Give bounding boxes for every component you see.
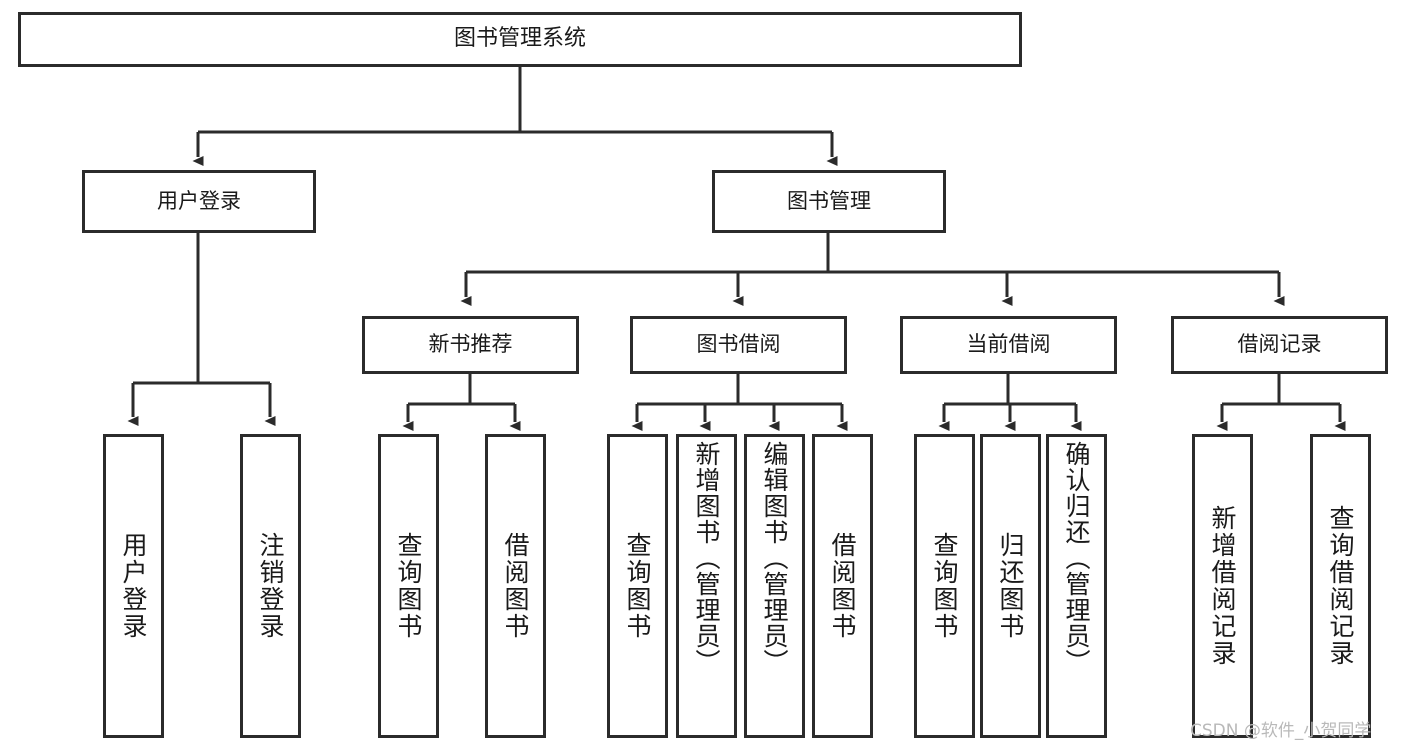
node-book-manage[interactable]: 图书管理 xyxy=(712,170,946,233)
node-book-borrow-label: 图书借阅 xyxy=(696,332,781,357)
leaf-return-book[interactable]: 归还图书 xyxy=(980,434,1041,738)
leaf-query-book-2-label: 查询图书 xyxy=(623,532,652,640)
node-borrow-record[interactable]: 借阅记录 xyxy=(1171,316,1388,374)
leaf-query-book-1-label: 查询图书 xyxy=(394,532,423,640)
leaf-confirm-return-label: 确认归还（管理员） xyxy=(1062,441,1091,675)
leaf-query-book-3-label: 查询图书 xyxy=(930,532,959,640)
leaf-logout-label: 注销登录 xyxy=(256,532,285,640)
node-current-borrow-label: 当前借阅 xyxy=(966,332,1051,357)
node-new-book-rec[interactable]: 新书推荐 xyxy=(362,316,579,374)
node-root-label: 图书管理系统 xyxy=(453,26,586,52)
leaf-query-record-label: 查询借阅记录 xyxy=(1326,505,1355,667)
leaf-logout[interactable]: 注销登录 xyxy=(240,434,301,738)
leaf-add-record-label: 新增借阅记录 xyxy=(1208,505,1237,667)
node-user-login[interactable]: 用户登录 xyxy=(82,170,316,233)
leaf-return-book-label: 归还图书 xyxy=(996,532,1025,640)
leaf-borrow-book-1[interactable]: 借阅图书 xyxy=(485,434,546,738)
leaf-borrow-book-1-label: 借阅图书 xyxy=(501,532,530,640)
node-book-manage-label: 图书管理 xyxy=(787,188,871,213)
leaf-add-book-label: 新增图书（管理员） xyxy=(692,441,721,675)
leaf-query-book-2[interactable]: 查询图书 xyxy=(607,434,668,738)
node-current-borrow[interactable]: 当前借阅 xyxy=(900,316,1117,374)
leaf-user-login-label: 用户登录 xyxy=(119,532,148,640)
leaf-user-login[interactable]: 用户登录 xyxy=(103,434,164,738)
leaf-query-record[interactable]: 查询借阅记录 xyxy=(1310,434,1371,738)
node-borrow-record-label: 借阅记录 xyxy=(1237,332,1322,357)
leaf-add-record[interactable]: 新增借阅记录 xyxy=(1192,434,1253,738)
node-user-login-label: 用户登录 xyxy=(157,188,241,213)
leaf-query-book-1[interactable]: 查询图书 xyxy=(378,434,439,738)
node-root[interactable]: 图书管理系统 xyxy=(18,12,1022,67)
leaf-borrow-book-2-label: 借阅图书 xyxy=(828,532,857,640)
watermark: CSDN @软件_小贺同学 xyxy=(1190,721,1372,741)
leaf-query-book-3[interactable]: 查询图书 xyxy=(914,434,975,738)
leaf-edit-book[interactable]: 编辑图书（管理员） xyxy=(744,434,805,738)
node-new-book-rec-label: 新书推荐 xyxy=(428,332,513,357)
leaf-add-book[interactable]: 新增图书（管理员） xyxy=(676,434,737,738)
leaf-confirm-return[interactable]: 确认归还（管理员） xyxy=(1046,434,1107,738)
leaf-edit-book-label: 编辑图书（管理员） xyxy=(760,441,789,675)
node-book-borrow[interactable]: 图书借阅 xyxy=(630,316,847,374)
leaf-borrow-book-2[interactable]: 借阅图书 xyxy=(812,434,873,738)
